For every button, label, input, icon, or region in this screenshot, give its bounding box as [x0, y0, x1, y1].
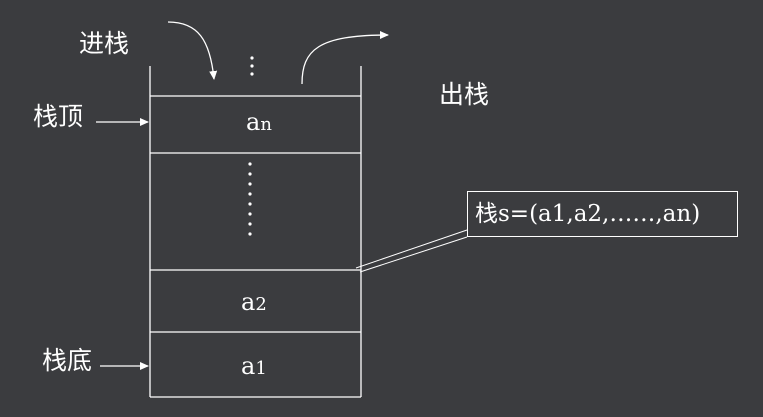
top-ellipsis-dots	[250, 56, 254, 76]
callout-line-upper	[355, 229, 468, 269]
formula-callout: 栈s=(a1,a2,……,an)	[467, 191, 738, 237]
callout-line-lower	[359, 236, 468, 273]
cell-a2-base: a	[241, 288, 256, 316]
cell-a2: a2	[241, 290, 267, 314]
cell-a1-base: a	[241, 352, 256, 380]
pop-label: 出栈	[439, 80, 490, 109]
top-label: 栈顶	[33, 102, 84, 131]
pop-arrow	[301, 31, 389, 85]
push-label: 进栈	[79, 29, 130, 58]
cell-a2-sub: 2	[255, 294, 267, 315]
push-arrow	[167, 21, 218, 80]
cell-an-base: a	[246, 108, 261, 136]
cell-an-sub: n	[260, 114, 272, 135]
cell-an: an	[246, 110, 272, 134]
cell-a1-sub: 1	[255, 358, 267, 379]
middle-ellipsis-dots	[248, 162, 252, 236]
bottom-label: 栈底	[42, 346, 93, 375]
cell-a1: a1	[241, 354, 267, 378]
